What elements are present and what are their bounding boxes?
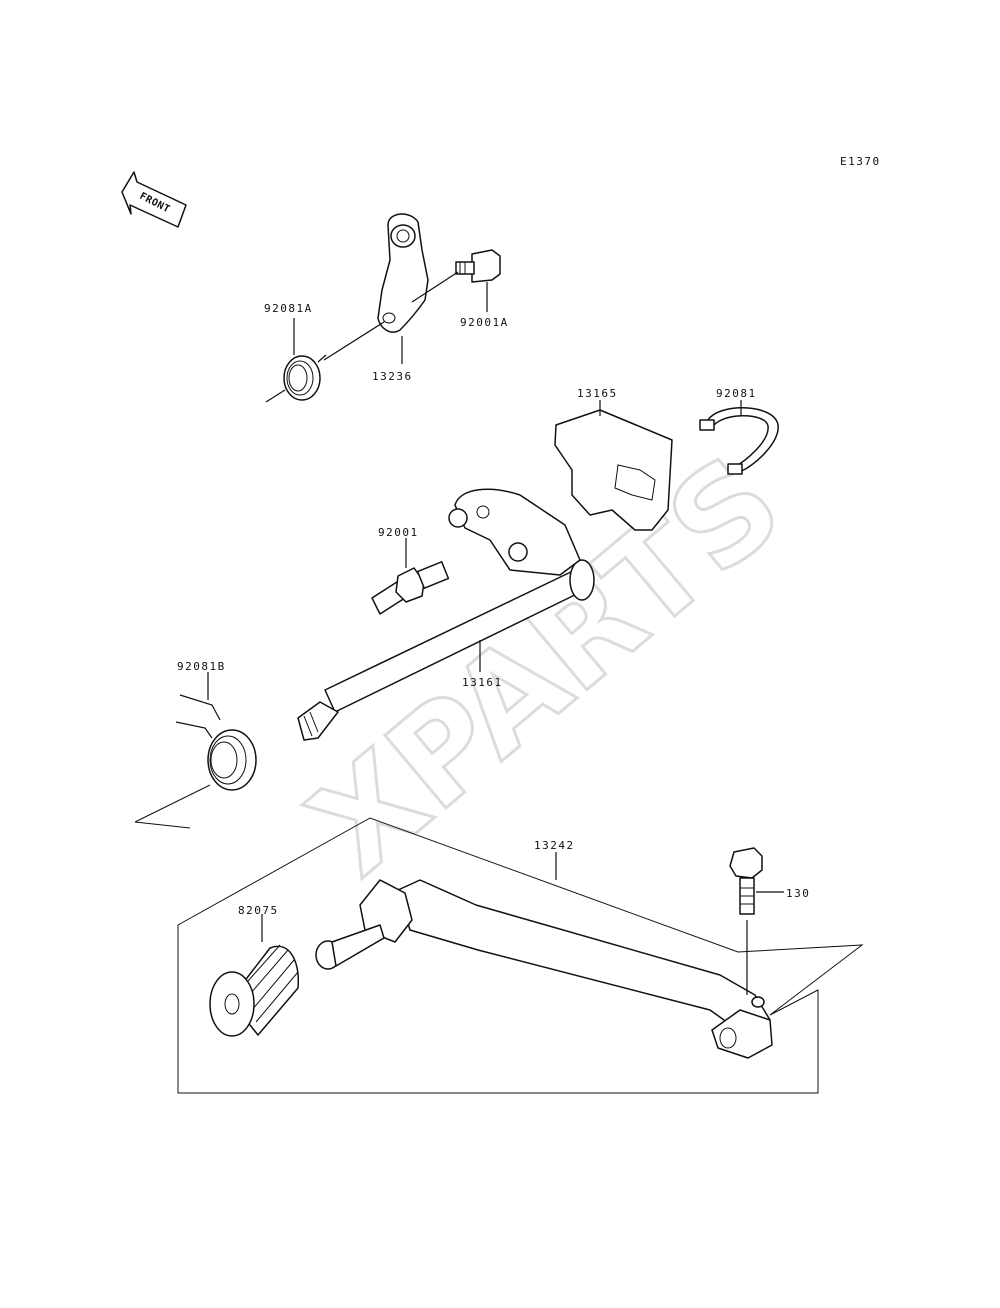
label-130: 130 — [786, 887, 810, 900]
front-arrow-icon: FRONT — [121, 171, 187, 228]
diagram-code: E1370 — [840, 155, 881, 168]
part-13161-shaft — [297, 488, 595, 741]
part-92081-clip — [699, 400, 779, 475]
label-92001: 92001 — [378, 526, 419, 539]
label-92081: 92081 — [716, 387, 757, 400]
part-92081B-spring — [134, 672, 257, 829]
part-92001A-bolt — [455, 249, 501, 312]
part-92001-pin — [371, 538, 450, 615]
part-13236-bracket — [377, 213, 429, 364]
label-82075: 82075 — [238, 904, 279, 917]
label-13165: 13165 — [577, 387, 618, 400]
watermark: XPARTS — [281, 425, 811, 905]
part-92081A-spring — [265, 318, 327, 403]
part-13165-plate — [554, 400, 673, 531]
label-92081B: 92081B — [177, 660, 226, 673]
label-92001A: 92001A — [460, 316, 509, 329]
part-13242-lever — [315, 879, 773, 1059]
label-13242: 13242 — [534, 839, 575, 852]
part-82075-footpeg — [209, 914, 299, 1037]
label-13161: 13161 — [462, 676, 503, 689]
label-13236: 13236 — [372, 370, 413, 383]
label-92081A: 92081A — [264, 302, 313, 315]
part-13242-frame — [177, 817, 864, 1094]
svg-text:XPARTS: XPARTS — [282, 427, 809, 904]
part-130-bolt — [729, 847, 784, 995]
